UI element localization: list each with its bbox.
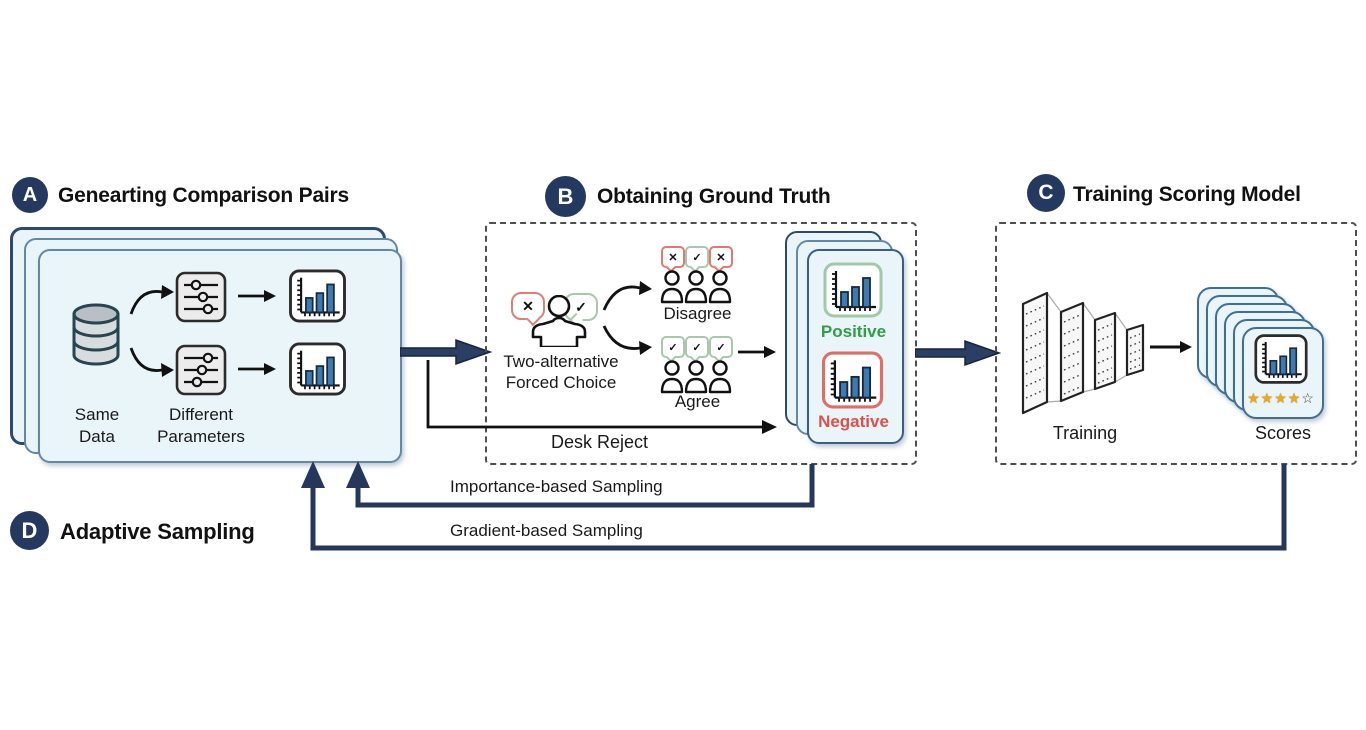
gradient-sampling-label: Gradient-based Sampling [450, 521, 643, 540]
star-icon: ★ [1274, 390, 1288, 406]
check-icon: ✓ [692, 251, 702, 264]
database-icon [72, 303, 120, 366]
curved-arrow-up-icon [129, 285, 174, 315]
gradient-sampling-arrow [301, 461, 1287, 551]
importance-sampling-label: Importance-based Sampling [450, 477, 663, 496]
star-rating: ★★★★☆ [1244, 390, 1318, 407]
vote-badge-cross: ✕ [709, 246, 733, 268]
different-parameters-label: Different Parameters [146, 404, 256, 448]
positive-chart-icon [823, 261, 883, 319]
person-icon [659, 270, 685, 304]
person-icon [683, 270, 709, 304]
bar-chart-icon [287, 342, 348, 396]
person-icon [707, 270, 733, 304]
cross-icon: ✕ [716, 251, 726, 264]
section-d-badge: D [10, 511, 49, 550]
right-arrow-icon [738, 346, 776, 358]
section-a-title: Genearting Comparison Pairs [58, 184, 350, 207]
flow-arrow-a-to-b [400, 338, 492, 366]
desk-reject-label: Desk Reject [551, 432, 649, 452]
positive-label: Positive [820, 322, 887, 341]
tafc-line2: Forced Choice [505, 373, 617, 392]
same-data-line2: Data [79, 427, 115, 446]
negative-chart-icon [821, 351, 884, 409]
right-arrow-icon [1150, 341, 1192, 353]
section-a-badge: A [12, 177, 48, 213]
vote-badge-cross: ✕ [661, 246, 685, 268]
person-icon [707, 360, 733, 394]
vote-badge-check: ✓ [709, 336, 733, 358]
star-icon: ★ [1287, 390, 1302, 406]
check-icon: ✓ [692, 341, 702, 354]
section-d-title: Adaptive Sampling [60, 519, 255, 544]
cross-icon: ✕ [522, 297, 534, 314]
different-params-line2: Parameters [157, 427, 245, 446]
section-c-badge: C [1027, 174, 1065, 212]
curved-arrow-down-icon [129, 347, 174, 377]
agree-label: Agree [674, 392, 721, 411]
parameters-sliders-icon [175, 271, 227, 323]
scored-chart-icon [1254, 332, 1308, 386]
person-shrug-icon [531, 295, 587, 347]
section-b-title: Obtaining Ground Truth [597, 185, 831, 208]
cross-speech-bubble: ✕ [511, 292, 545, 320]
right-arrow-icon [238, 363, 276, 375]
different-params-line1: Different [169, 405, 233, 424]
star-outline-icon: ☆ [1301, 390, 1315, 406]
vote-badge-check: ✓ [661, 336, 685, 358]
section-c-title: Training Scoring Model [1073, 183, 1301, 206]
disagree-label: Disagree [663, 304, 732, 323]
check-icon: ✓ [716, 341, 726, 354]
flow-arrow-b-to-c [915, 339, 1001, 367]
star-icon: ★ [1247, 390, 1261, 406]
cross-icon: ✕ [668, 251, 678, 264]
neural-network-icon [1021, 291, 1145, 415]
vote-badge-check: ✓ [685, 336, 709, 358]
person-icon [659, 360, 685, 394]
bar-chart-icon [287, 269, 348, 323]
parameters-sliders-icon [175, 344, 227, 396]
negative-label: Negative [818, 412, 889, 431]
check-icon: ✓ [575, 298, 587, 315]
scores-label: Scores [1254, 423, 1312, 443]
same-data-label: Same Data [52, 404, 142, 448]
person-icon [683, 360, 709, 394]
curved-arrow-down-icon [602, 325, 652, 355]
check-icon: ✓ [668, 341, 678, 354]
curved-arrow-up-icon [602, 281, 652, 311]
section-b-badge: B [545, 176, 586, 217]
right-arrow-icon [238, 290, 276, 302]
star-icon: ★ [1260, 390, 1275, 406]
training-label: Training [1052, 423, 1118, 443]
vote-badge-check: ✓ [685, 246, 709, 268]
same-data-line1: Same [74, 405, 120, 424]
